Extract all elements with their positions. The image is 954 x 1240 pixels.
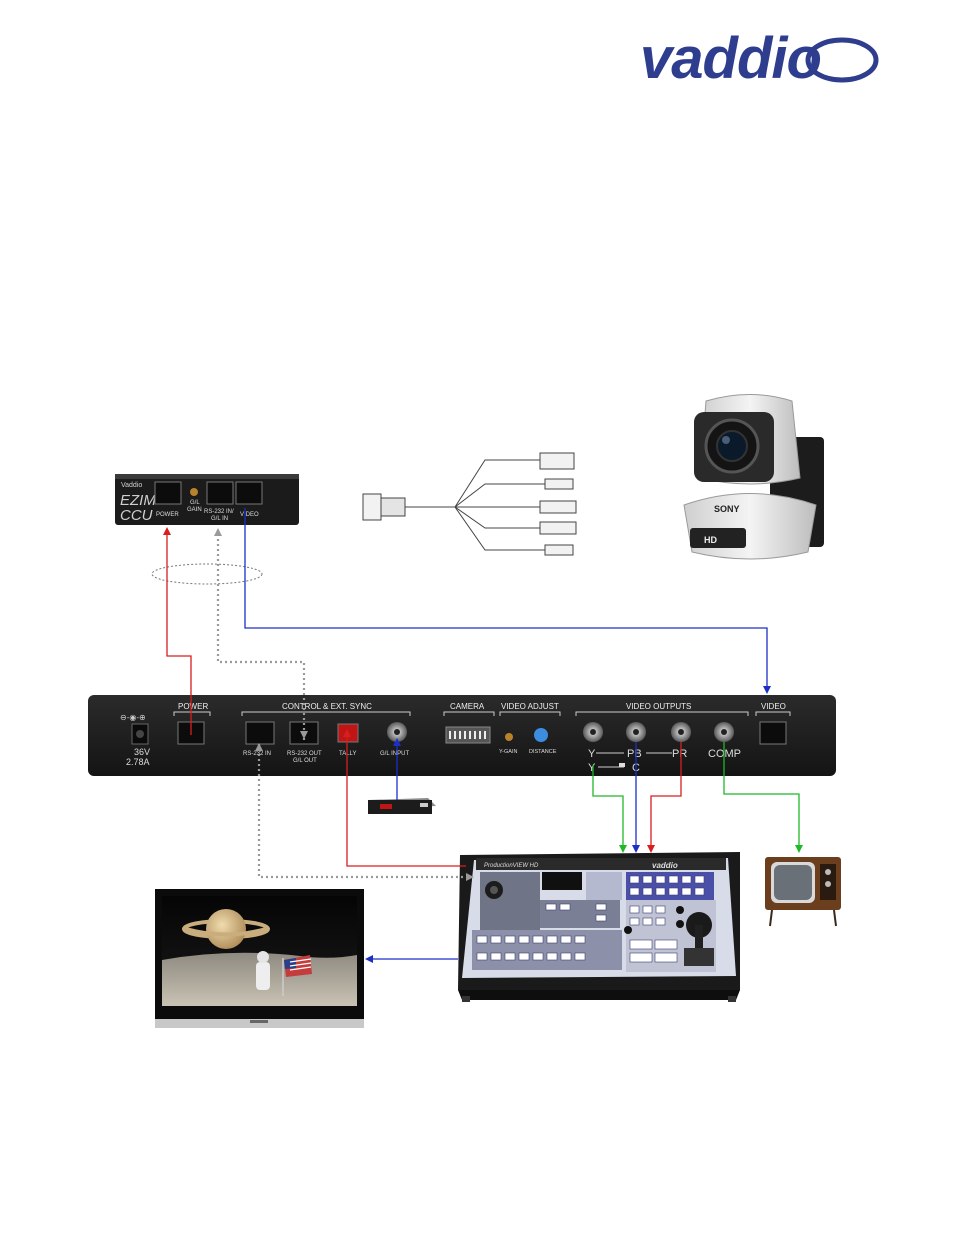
pr-output-line (650, 742, 682, 848)
ezim-power-port (154, 481, 182, 505)
sync-generator-box (368, 798, 436, 814)
analog-tv (765, 857, 841, 927)
comp-output-line (723, 742, 800, 848)
cable-bundle-marker (151, 563, 263, 585)
logo-text: vaddio (640, 26, 821, 91)
productionview-switcher: ProductionVIEW HD vaddio (458, 852, 740, 1002)
breakout-cable-icon (362, 452, 577, 556)
ezim-rs232-label-1: RS-232 IN/ (204, 509, 234, 515)
rs232-gl-line (216, 532, 306, 740)
logo-swoosh (805, 37, 879, 83)
rear-rs232-out-label-1: RS-232 OUT (287, 751, 322, 757)
ezim-gl-label-1: G/L (190, 500, 200, 506)
section-video-adjust-label: VIDEO ADJUST (501, 702, 559, 711)
section-control-label: CONTROL & EXT. SYNC (282, 702, 372, 711)
rear-video-port (759, 721, 787, 745)
distance-label: DISTANCE (529, 749, 557, 755)
connection-lines (163, 508, 803, 963)
dc-power-label-1: 36V (134, 747, 150, 757)
rear-rs232-out-label-2: G/L OUT (293, 758, 317, 764)
dc-power-label-2: 2.78A (126, 757, 150, 767)
section-video-label: VIDEO (761, 702, 786, 711)
rear-gl-input-label: G/L INPUT (380, 751, 409, 757)
power-cable-line (166, 531, 192, 735)
dc-power-jack: ⊖-◉-⊕ 36V 2.78A (120, 713, 150, 767)
tally-line (346, 733, 466, 867)
ezim-title-line2: CCU (120, 507, 153, 524)
out-y-sub-label: Y (588, 762, 596, 774)
ezim-title-line1: EZIM (120, 492, 156, 509)
ezim-brand: Vaddio (121, 482, 142, 489)
sony-camera: SONY HD (683, 394, 824, 560)
out-y-label: Y (588, 748, 596, 760)
ezim-gl-label-2: GAIN (187, 507, 202, 513)
section-power-label: POWER (178, 702, 208, 711)
switcher-brand: vaddio (652, 861, 678, 870)
ezim-ccu-box: Vaddio EZIM CCU POWER G/L GAIN RS-232 IN… (115, 474, 299, 525)
switcher-model: ProductionVIEW HD (484, 863, 539, 869)
camera-hd-badge: HD (704, 535, 717, 545)
y-output-line (592, 765, 624, 848)
ezim-video-label: VIDEO (240, 512, 259, 518)
distance-knob (534, 728, 548, 742)
section-camera-label: CAMERA (450, 702, 485, 711)
out-pr-label: PR (672, 748, 687, 760)
ezim-rs232-label-2: G/L IN (211, 516, 228, 522)
ezim-video-port (235, 481, 263, 505)
camera-dip-switch (445, 726, 491, 744)
rear-rs232-in-label: RS-232 IN (243, 751, 271, 757)
rear-tally-label: TALLY (339, 751, 356, 757)
ezim-gl-gain-knob (190, 488, 198, 496)
y-gain-knob (505, 733, 513, 741)
flat-panel-monitor (155, 889, 364, 1028)
y-gain-label: Y-GAIN (499, 749, 517, 755)
camera-brand: SONY (714, 504, 740, 514)
section-video-outputs-label: VIDEO OUTPUTS (626, 702, 691, 711)
svg-text:⊖-◉-⊕: ⊖-◉-⊕ (120, 713, 146, 722)
vaddio-logo: vaddio (640, 26, 879, 91)
camera-video-line (244, 508, 768, 689)
out-pb-label: PB (627, 748, 642, 760)
ezim-power-label: POWER (156, 512, 179, 518)
rear-rs232-in-port (245, 721, 275, 745)
ezim-rs232-port (206, 481, 234, 505)
